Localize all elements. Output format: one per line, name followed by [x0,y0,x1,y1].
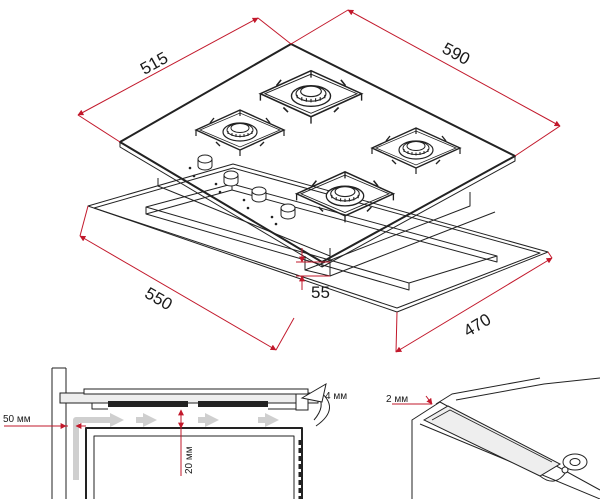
control-knobs [188,154,296,226]
gap-front-label: 4 мм [325,391,347,402]
section-view [4,367,330,499]
dim-width-top-label: 590 [439,39,473,69]
burners [195,69,461,224]
burner-left [195,109,285,157]
dimension-lines [77,9,561,353]
hob-body [119,43,516,277]
burner-right [371,127,461,175]
gap-bottom-label: 20 мм [184,446,195,474]
seal-detail-view [392,377,600,499]
knob-1 [197,154,213,171]
dim-depth-top-label: 515 [137,48,171,78]
burner-rear-large [259,69,363,125]
knob-2 [223,170,239,187]
knob-4 [280,203,296,220]
knob-3 [251,186,267,203]
dim-cutout-height-label: 55 [311,283,330,302]
dim-cutout-depth-label: 470 [460,310,494,341]
seal-thickness-label: 2 мм [386,394,408,405]
gap-side-label: 50 мм [3,414,31,425]
